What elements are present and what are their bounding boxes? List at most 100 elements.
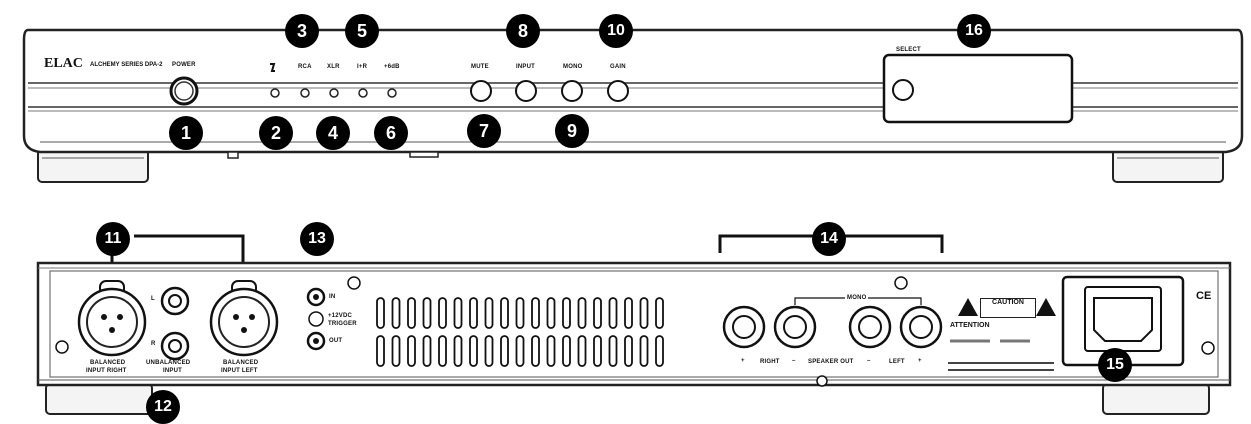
callout-15: 15 [1098,348,1132,382]
select-label: SELECT [896,47,921,53]
screw-top-right [894,276,908,290]
balanced-left-label-1: BALANCED [223,360,259,366]
led-ir-sensor [270,88,280,98]
warning-triangle-right-icon [1036,298,1056,316]
speaker-minus-left-label: – [867,358,871,364]
vent-slot [376,297,385,329]
balanced-right-label-1: BALANCED [90,360,126,366]
mono-button [561,80,583,102]
xlr-right-mid [86,296,138,348]
vent-slot [624,297,633,329]
vent-slot [422,335,432,367]
vent-slot [407,297,416,329]
led-ir [358,88,368,98]
vent-slot [438,297,447,329]
rear-foot-right [1102,383,1210,415]
callout-1: 1 [169,116,203,150]
power-inlet-socket [1093,297,1153,342]
select-knob [892,79,914,101]
balanced-right-label-2: INPUT RIGHT [86,368,127,374]
vent-slot [500,335,509,367]
trigger-in-hole [313,294,319,300]
power-label: POWER [172,62,196,68]
rca-r-label: R [151,341,156,347]
vent-slot [376,335,385,367]
vent-slot [500,297,509,329]
6db-label: +6dB [384,64,400,70]
mono-label: MONO [563,64,583,70]
vent-slot [484,335,494,367]
vent-slot [562,335,571,367]
xlr-right-pin-3 [109,327,115,333]
terminal-right-plus-inner [732,315,756,339]
vent-slot [515,297,525,329]
mono-rear-label: MONO [845,295,869,301]
vent-slot [453,335,463,367]
vent-slot [577,335,587,367]
vent-slot [531,335,540,367]
callout-4: 4 [316,116,350,150]
callout-12: 12 [146,390,180,424]
speaker-right-label: RIGHT [760,359,780,365]
callout-9: 9 [555,114,589,148]
callout-10: 10 [599,14,633,48]
speaker-plus-right-label: + [741,358,745,364]
rear-foot-left [45,383,153,415]
warning-triangle-left-icon [958,298,978,316]
mute-label: MUTE [471,64,489,70]
input-label: INPUT [516,64,535,70]
caution-label: CAUTION [992,299,1024,306]
callout-13: 13 [300,222,334,256]
speaker-left-label: LEFT [889,359,905,365]
terminal-left-minus-inner [858,315,882,339]
speaker-minus-right-label: – [792,358,796,364]
led-rca [300,88,310,98]
rca-right-inner [168,339,182,353]
attention-label: ATTENTION [950,322,990,329]
speaker-plus-left-label: + [918,358,922,364]
callout-8: 8 [506,14,540,48]
trigger-out-label: OUT [329,338,343,344]
vent-slot [655,297,664,329]
vent-slot [546,297,556,329]
vent-slot [655,335,664,367]
screw-top-left [347,276,361,290]
callout-5: 5 [345,14,379,48]
rca-left-inner [168,294,182,308]
vent-slot [546,335,556,367]
vent-slot [608,335,618,367]
vent-slot [531,297,540,329]
trigger-out-hole [313,338,319,344]
led-6db [387,88,397,98]
callout-14: 14 [812,222,846,256]
vent-slot [624,335,633,367]
callout-7: 7 [467,114,501,148]
trigger-label-2: TRIGGER [328,321,357,327]
xlr-label: XLR [327,64,340,70]
screw-right-edge [1201,341,1215,355]
ce-mark: CE [1196,290,1212,302]
callout-11-bracket [134,234,245,262]
screw-bottom-mid [816,375,828,387]
ir-label: I+R [357,64,368,70]
vent-slot [639,335,649,367]
vent-slot [562,297,571,329]
xlr-right-pin-1 [101,314,107,320]
terminal-right-minus-inner [783,315,807,339]
vent-slot [484,297,494,329]
vent-slot [639,297,649,329]
brand-logo: ELAC [44,56,83,71]
screw-left-edge [55,340,69,354]
vent-slot [422,297,432,329]
gain-button [607,80,629,102]
unbalanced-label-1: UNBALANCED [146,360,191,366]
vent-slot [391,297,401,329]
callout-11: 11 [96,222,130,256]
power-knob-inner [174,81,194,101]
callout-16: 16 [957,14,991,48]
vent-slot [577,297,587,329]
vent-slot [453,297,463,329]
vent-slot [438,335,447,367]
xlr-left-pin-3 [241,327,247,333]
xlr-right-pin-2 [117,314,123,320]
